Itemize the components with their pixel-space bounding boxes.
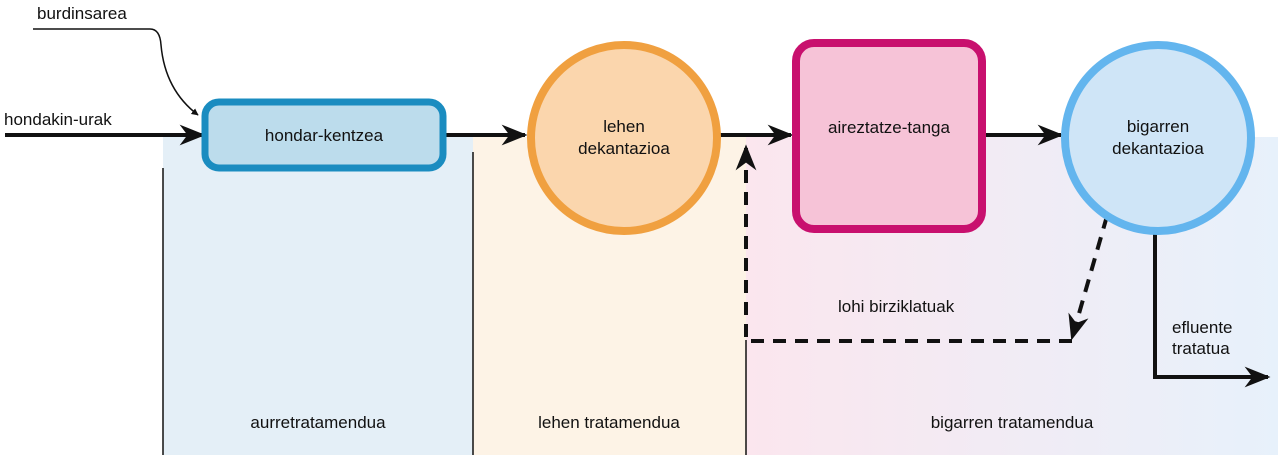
primary-settling-label-line1: lehen <box>603 117 645 136</box>
grit-leader-arrow <box>33 28 199 116</box>
primary-settling-label-line2: dekantazioa <box>578 139 670 158</box>
treated-effluent-label: efluente tratatua <box>1172 317 1233 359</box>
grit-label: burdinsarea <box>37 4 127 23</box>
primary-settling-label: lehen dekantazioa <box>578 116 670 160</box>
effluent-arrow <box>1153 232 1271 388</box>
aeration-tank-label: aireztatze-tanga <box>828 118 950 137</box>
stage-secondary-label: bigarren tratamendua <box>930 413 1094 432</box>
wastewater-label: hondakin-urak <box>4 110 112 129</box>
stage-pretreatment-label: aurretratamendua <box>250 413 386 432</box>
grit-removal-label: hondar-kentzea <box>264 126 384 145</box>
pretreatment-band <box>163 137 473 455</box>
secondary-settling-label-line2: dekantazioa <box>1112 139 1204 158</box>
secondary-settling-label-line1: bigarren <box>1126 117 1190 136</box>
recycled-sludge-label: lohi birziklatuak <box>838 297 955 316</box>
grit-removal-box <box>201 98 447 172</box>
secondary-settling-label: bigarren dekantazioa <box>1112 116 1204 160</box>
stage-primary-label: lehen tratamendua <box>538 413 680 432</box>
secondary-settling-circle <box>1061 41 1255 235</box>
treated-effluent-line2: tratatua <box>1172 339 1230 358</box>
treated-effluent-line1: efluente <box>1172 318 1233 337</box>
primary-settling-circle <box>527 41 721 235</box>
aeration-tank-box <box>792 39 986 233</box>
